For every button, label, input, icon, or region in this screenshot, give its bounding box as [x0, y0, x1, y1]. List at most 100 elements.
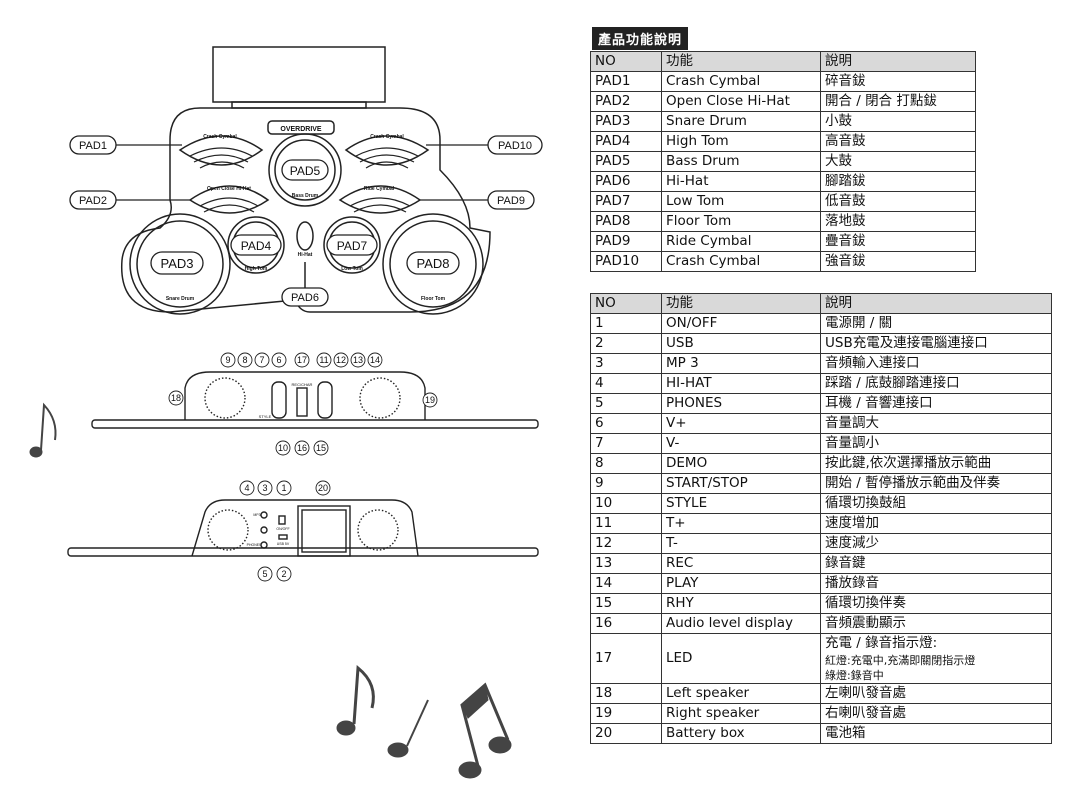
table-cell: 小鼓 — [820, 111, 976, 132]
cell-text: USB — [666, 335, 694, 351]
table-cell: REC — [661, 553, 821, 574]
callout-15: 15 — [316, 443, 326, 453]
table-cell: PAD2 — [590, 91, 662, 112]
music-note-icon — [29, 402, 57, 458]
table-cell: Bass Drum — [661, 151, 821, 172]
hihat-caption: Hi-Hat — [298, 252, 313, 258]
cell-text: 強音鈸 — [825, 253, 866, 269]
callout-4: 4 — [244, 483, 249, 493]
table-cell: 播放錄音 — [820, 573, 1052, 594]
table-cell: 2 — [590, 333, 662, 354]
cell-text: High Tom — [666, 133, 729, 149]
pad3-label: PAD3 — [161, 256, 194, 271]
cell-text: PAD3 — [595, 113, 631, 129]
cell-text: 低音鼓 — [825, 193, 866, 209]
table-cell: 6 — [590, 413, 662, 434]
cell-text: T- — [666, 535, 678, 551]
cell-text: V+ — [666, 415, 687, 431]
column-header: NO — [590, 51, 662, 72]
cell-text: 20 — [595, 725, 613, 741]
cell-text: Floor Tom — [666, 213, 732, 229]
phones-label: PHONES — [247, 543, 262, 547]
cell-text: 19 — [595, 705, 613, 721]
battery-box — [297, 505, 351, 557]
callout-18: 18 — [171, 393, 181, 403]
column-header: 功能 — [661, 51, 821, 72]
bass-drum-pad — [268, 133, 342, 207]
table-cell: 17 — [590, 633, 662, 684]
table-cell: 耳機 / 音響連接口 — [820, 393, 1052, 414]
table-cell: Crash Cymbal — [661, 71, 821, 92]
cell-text: 疊音鈸 — [825, 233, 866, 249]
table-cell: 腳踏鈸 — [820, 171, 976, 192]
table-cell: Open Close Hi-Hat — [661, 91, 821, 112]
cell-text: 循環切換鼓組 — [825, 495, 906, 511]
cell-text: Hi-Hat — [666, 173, 709, 189]
table-cell: 速度減少 — [820, 533, 1052, 554]
callout-16: 16 — [297, 443, 307, 453]
table-cell: 11 — [590, 513, 662, 534]
column-header: 功能 — [661, 293, 821, 314]
callout-19: 19 — [425, 395, 435, 405]
pad9-label: PAD9 — [497, 195, 525, 207]
high-tom-caption: High Tom — [245, 266, 268, 272]
cell-text: HI-HAT — [666, 375, 712, 391]
cell-text: 8 — [595, 455, 604, 471]
table-cell: 踩踏 / 底鼓腳踏連接口 — [820, 373, 1052, 394]
table-cell: HI-HAT — [661, 373, 821, 394]
brand-label: OVERDRIVE — [280, 126, 322, 133]
crash-cymbal-left-pad — [178, 135, 264, 166]
callout-2: 2 — [281, 569, 286, 579]
right-speaker-grille — [359, 377, 401, 419]
table-cell: 電源開 / 關 — [820, 313, 1052, 334]
table-cell: 4 — [590, 373, 662, 394]
cell-text: Bass Drum — [666, 153, 740, 169]
table-cell: PAD10 — [590, 251, 662, 272]
left-speaker-grille — [204, 377, 246, 419]
cell-text: ON/OFF — [666, 315, 718, 331]
cell-text: Left speaker — [666, 685, 750, 701]
table-cell: 9 — [590, 473, 662, 494]
table-cell: RHY — [661, 593, 821, 614]
callout-20: 20 — [318, 483, 328, 493]
callout-17: 17 — [297, 355, 307, 365]
table-cell: 錄音鍵 — [820, 553, 1052, 574]
table-cell: PAD8 — [590, 211, 662, 232]
cell-text: 速度增加 — [825, 515, 879, 531]
table-cell: T+ — [661, 513, 821, 534]
table-cell: 按此鍵,依次選擇播放示範曲 — [820, 453, 1052, 474]
table-header-row: NO 功能 說明 — [590, 51, 976, 72]
cell-text: 開合 / 閉合 打點鈸 — [825, 93, 937, 109]
table-cell: 低音鼓 — [820, 191, 976, 212]
cell-text: Audio level display — [666, 615, 793, 631]
cell-text: 電池箱 — [825, 725, 866, 741]
table-cell: PHONES — [661, 393, 821, 414]
table-cell: 強音鈸 — [820, 251, 976, 272]
top-speaker-box — [212, 46, 386, 103]
table-cell: 碎音鈸 — [820, 71, 976, 92]
table-cell: PAD7 — [590, 191, 662, 212]
callout-3: 3 — [262, 483, 267, 493]
pad10-label: PAD10 — [498, 140, 532, 152]
pad-body-outline — [121, 107, 491, 313]
table-cell: 音量調大 — [820, 413, 1052, 434]
cell-text: 碎音鈸 — [825, 73, 866, 89]
cell-text: 踩踏 / 底鼓腳踏連接口 — [825, 375, 960, 391]
table-cell: LED — [661, 633, 821, 684]
cell-text: PLAY — [666, 575, 699, 591]
callout-10: 10 — [278, 443, 288, 453]
column-header: 說明 — [820, 51, 976, 72]
table-cell: 音量調小 — [820, 433, 1052, 454]
callout-14: 14 — [370, 355, 380, 365]
ride-caption: Ride Cymbal — [364, 186, 395, 192]
cell-text: 耳機 / 音響連接口 — [825, 395, 933, 411]
callout-12: 12 — [336, 355, 346, 365]
cell-text: 大鼓 — [825, 153, 852, 169]
